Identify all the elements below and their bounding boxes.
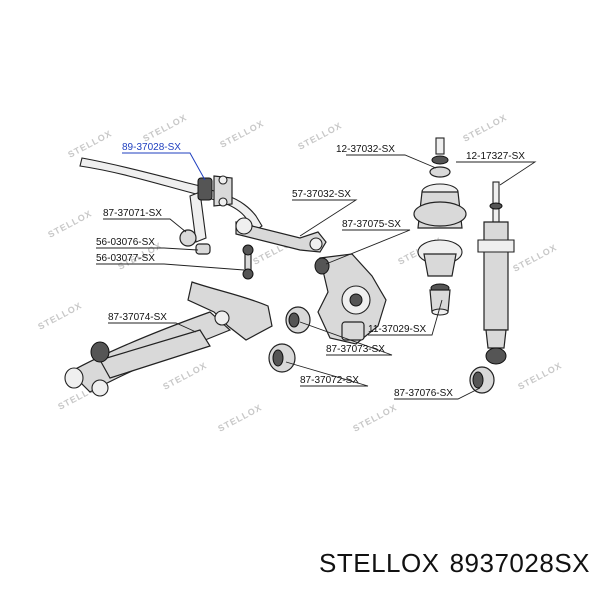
- shock-bushing: [469, 366, 495, 394]
- knuckle: [317, 253, 387, 345]
- watermark-text: STELLOX: [36, 300, 84, 332]
- watermark-text: STELLOX: [46, 208, 94, 240]
- shock-absorber: [477, 181, 515, 365]
- part-number: 8937028SX: [449, 548, 590, 578]
- brand-name: STELLOX: [319, 548, 440, 578]
- watermark-text: STELLOX: [461, 112, 509, 144]
- watermark-text: STELLOX: [141, 112, 189, 144]
- stabilizer-bar: [79, 157, 263, 247]
- label-lower-arm: 87-37074-SX: [108, 312, 167, 323]
- leader-lines: [96, 152, 537, 400]
- bushings: [268, 257, 330, 373]
- watermark-text: STELLOX: [511, 242, 559, 274]
- upper-arm: [235, 217, 327, 253]
- part-labels: 89-37028-SX 12-37032-SX 12-17327-SX 57-3…: [96, 142, 525, 399]
- watermark-text: STELLOX: [516, 360, 564, 392]
- bump-stop: [429, 283, 451, 316]
- label-upper-arm: 57-37032-SX: [292, 189, 351, 200]
- label-stabilizer-bushing: 89-37028-SX: [122, 142, 181, 153]
- stabilizer-links: [195, 243, 254, 280]
- watermark-text: STELLOX: [66, 128, 114, 160]
- label-bushing-72: 87-37072-SX: [300, 375, 359, 386]
- label-shock-absorber: 12-17327-SX: [466, 151, 525, 162]
- label-bump-stop: 11-37029-SX: [368, 324, 427, 335]
- label-bushing-75: 87-37075-SX: [342, 219, 401, 230]
- label-link-77: 56-03077-SX: [96, 253, 155, 264]
- watermark-text: STELLOX: [216, 402, 264, 434]
- lower-arm: [64, 281, 273, 397]
- label-strut-mount: 12-37032-SX: [336, 144, 395, 155]
- strut-mount: [413, 137, 467, 277]
- footer-caption: STELLOX 8937028SX: [0, 548, 590, 588]
- watermark-text: STELLOX: [351, 402, 399, 434]
- label-bushing-73: 87-37073-SX: [326, 344, 385, 355]
- label-bushing-71: 87-37071-SX: [103, 208, 162, 219]
- stabilizer-bushing: [197, 175, 233, 207]
- label-shock-bushing: 87-37076-SX: [394, 388, 453, 399]
- label-link-76: 56-03076-SX: [96, 237, 155, 248]
- watermark-text: STELLOX: [218, 118, 266, 150]
- watermark-text: STELLOX: [161, 360, 209, 392]
